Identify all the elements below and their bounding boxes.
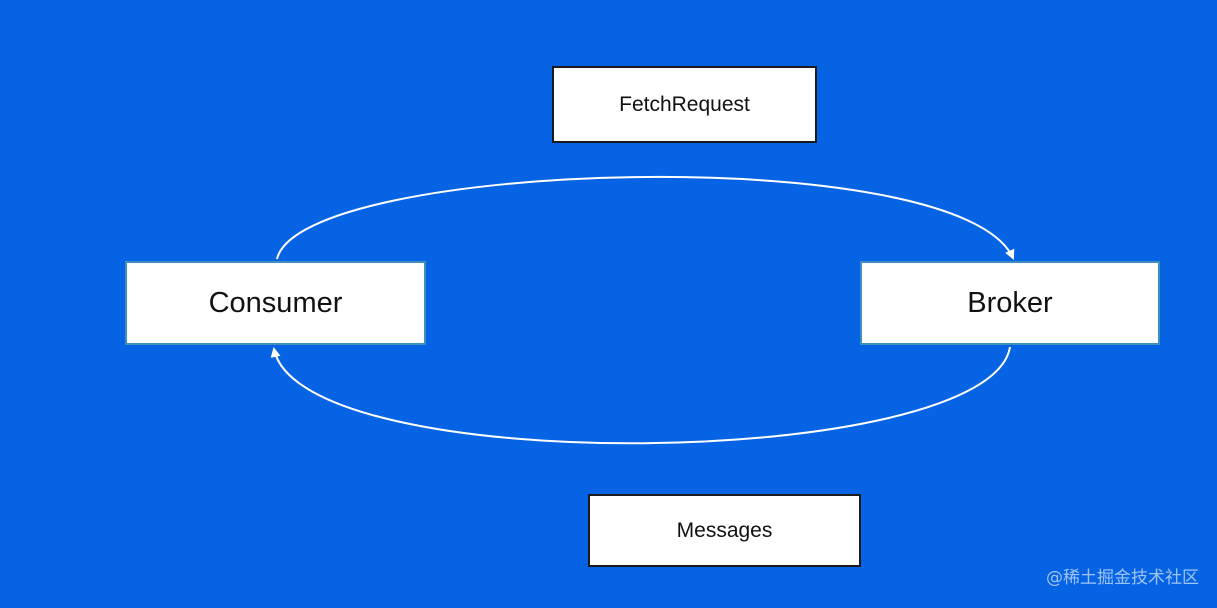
watermark: @稀土掘金技术社区 — [1046, 568, 1199, 588]
consumer-label: Consumer — [208, 286, 343, 319]
broker-node: Broker — [860, 261, 1160, 345]
fetch-request-label-box: FetchRequest — [552, 66, 817, 143]
broker-label: Broker — [967, 286, 1053, 319]
messages-label-box: Messages — [588, 494, 861, 567]
fetch-request-label: FetchRequest — [619, 92, 750, 116]
consumer-node: Consumer — [125, 261, 426, 345]
fetch-request-arrow — [276, 175, 1015, 260]
messages-label: Messages — [676, 518, 773, 542]
messages-arrow — [270, 346, 1011, 445]
